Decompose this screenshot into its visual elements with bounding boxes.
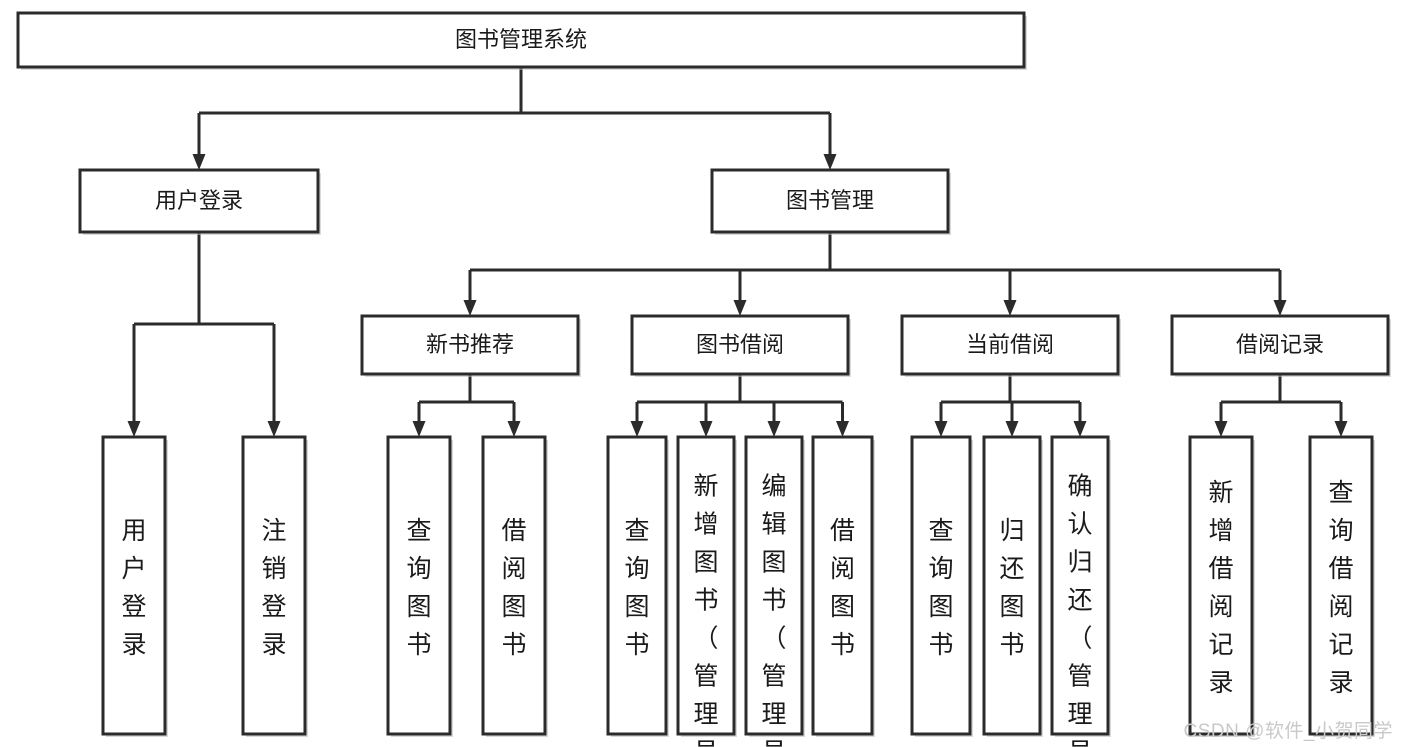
node-label: 新增图书（管理员） bbox=[693, 473, 718, 747]
node-label: 注销登录 bbox=[261, 517, 286, 659]
node-label: 借阅图书 bbox=[501, 517, 526, 659]
node-leaf-add-book[interactable]: 新增图书（管理员） bbox=[676, 435, 737, 747]
node-l2-book-manage[interactable]: 图书管理 bbox=[710, 168, 951, 235]
node-l3-new-book-rec[interactable]: 新书推荐 bbox=[360, 314, 581, 377]
node-label: 当前借阅 bbox=[966, 332, 1054, 357]
node-label: 查询图书 bbox=[624, 517, 649, 659]
arrow-head-icon bbox=[630, 421, 644, 437]
node-label: 查询借阅记录 bbox=[1328, 479, 1353, 697]
arrow-head-icon bbox=[463, 300, 477, 316]
node-label: 图书管理 bbox=[786, 188, 874, 213]
node-leaf-edit-book[interactable]: 编辑图书（管理员） bbox=[744, 435, 805, 747]
node-leaf-query-book-3[interactable]: 查询图书 bbox=[910, 435, 973, 737]
node-label: 新增借阅记录 bbox=[1208, 479, 1233, 697]
node-leaf-user-login[interactable]: 用户登录 bbox=[101, 435, 168, 737]
arrow-head-icon bbox=[1273, 300, 1287, 316]
node-l3-current-borrow[interactable]: 当前借阅 bbox=[900, 314, 1121, 377]
node-root[interactable]: 图书管理系统 bbox=[16, 11, 1027, 70]
node-box[interactable] bbox=[360, 314, 580, 376]
node-leaf-query-record[interactable]: 查询借阅记录 bbox=[1308, 435, 1375, 737]
node-box[interactable] bbox=[16, 11, 1026, 69]
node-box[interactable] bbox=[900, 314, 1120, 376]
node-box[interactable] bbox=[811, 435, 874, 736]
node-leaf-confirm-return[interactable]: 确认归还（管理员） bbox=[1050, 435, 1111, 747]
arrow-head-icon bbox=[767, 421, 781, 437]
node-layer: 图书管理系统用户登录图书管理新书推荐图书借阅当前借阅借阅记录用户登录注销登录查询… bbox=[16, 11, 1391, 747]
node-leaf-borrow-book-1[interactable]: 借阅图书 bbox=[481, 435, 548, 737]
arrow-head-icon bbox=[1003, 300, 1017, 316]
node-label: 借阅记录 bbox=[1236, 332, 1324, 357]
node-leaf-query-book-1[interactable]: 查询图书 bbox=[386, 435, 453, 737]
node-label: 查询图书 bbox=[406, 517, 431, 659]
node-box[interactable] bbox=[982, 435, 1042, 736]
csdn-watermark: CSDN @软件_小贺同学 bbox=[1183, 721, 1393, 742]
node-box[interactable] bbox=[1170, 314, 1390, 376]
node-l3-book-borrow[interactable]: 图书借阅 bbox=[630, 314, 851, 377]
node-box[interactable] bbox=[386, 435, 452, 736]
node-box[interactable] bbox=[78, 168, 320, 234]
node-label: 归还图书 bbox=[999, 517, 1024, 659]
node-label: 图书借阅 bbox=[696, 332, 784, 357]
node-label: 图书管理系统 bbox=[455, 27, 587, 52]
node-box[interactable] bbox=[241, 435, 307, 736]
node-box[interactable] bbox=[630, 314, 850, 376]
arrow-head-icon bbox=[127, 421, 141, 437]
node-label: 用户登录 bbox=[155, 188, 243, 213]
arrow-head-icon bbox=[823, 154, 837, 170]
node-box[interactable] bbox=[1050, 435, 1110, 736]
node-box[interactable] bbox=[710, 168, 950, 234]
arrow-head-icon bbox=[934, 421, 948, 437]
arrow-head-icon bbox=[1214, 421, 1228, 437]
node-label: 查询图书 bbox=[928, 517, 953, 659]
node-label: 借阅图书 bbox=[830, 517, 855, 659]
arrow-head-icon bbox=[733, 300, 747, 316]
node-label: 编辑图书（管理员） bbox=[761, 473, 786, 747]
node-leaf-borrow-book-2[interactable]: 借阅图书 bbox=[811, 435, 875, 737]
arrow-head-icon bbox=[507, 421, 521, 437]
node-leaf-add-record[interactable]: 新增借阅记录 bbox=[1188, 435, 1255, 737]
arrow-head-icon bbox=[1334, 421, 1348, 437]
node-box[interactable] bbox=[481, 435, 547, 736]
node-leaf-query-book-2[interactable]: 查询图书 bbox=[606, 435, 669, 737]
node-label: 确认归还（管理员） bbox=[1067, 473, 1092, 747]
node-box[interactable] bbox=[1308, 435, 1374, 736]
node-box[interactable] bbox=[606, 435, 668, 736]
arrow-head-icon bbox=[267, 421, 281, 437]
node-leaf-return-book[interactable]: 归还图书 bbox=[982, 435, 1043, 737]
node-box[interactable] bbox=[1188, 435, 1254, 736]
arrow-head-icon bbox=[412, 421, 426, 437]
arrow-head-icon bbox=[699, 421, 713, 437]
node-box[interactable] bbox=[910, 435, 972, 736]
node-l3-borrow-record[interactable]: 借阅记录 bbox=[1170, 314, 1391, 377]
arrow-head-icon bbox=[836, 421, 849, 437]
node-box[interactable] bbox=[676, 435, 736, 736]
node-box[interactable] bbox=[101, 435, 167, 736]
node-label: 用户登录 bbox=[121, 517, 146, 659]
arrow-head-icon bbox=[1073, 421, 1087, 437]
arrow-head-icon bbox=[1005, 421, 1019, 437]
node-label: 新书推荐 bbox=[426, 332, 514, 357]
connector-layer bbox=[127, 67, 1348, 437]
node-leaf-logout[interactable]: 注销登录 bbox=[241, 435, 308, 737]
arrow-head-icon bbox=[192, 154, 206, 170]
node-box[interactable] bbox=[744, 435, 804, 736]
node-l2-user-login[interactable]: 用户登录 bbox=[78, 168, 321, 235]
